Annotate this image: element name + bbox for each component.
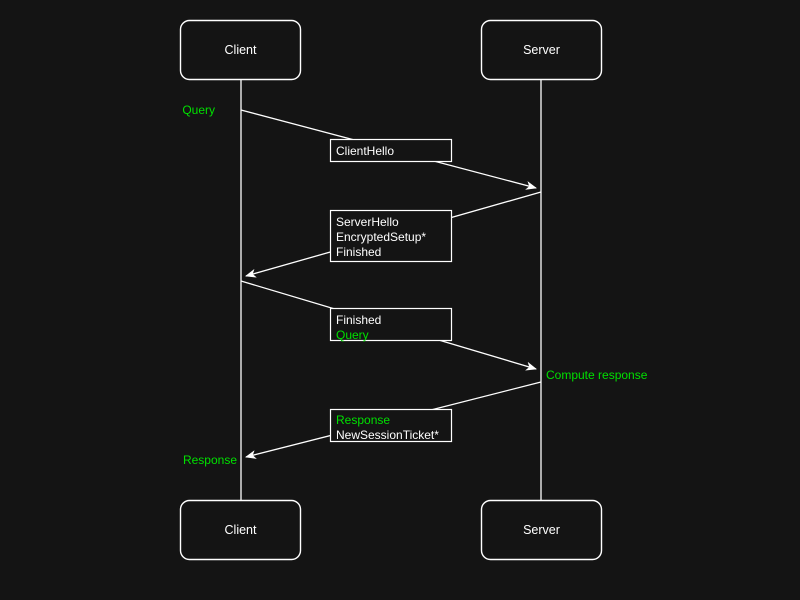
message-response-ticket[interactable]: Response NewSessionTicket* [245,381,542,459]
message-line-response: Response [336,413,390,427]
note-response: Response [183,453,237,467]
message-line-finished: Finished [336,313,381,327]
actor-label-server-bottom: Server [523,523,560,537]
actor-box [179,19,302,81]
message-line-finished: Finished [336,245,381,259]
actor-box [480,19,603,81]
message-clienthello[interactable]: ClientHello [240,109,537,190]
message-serverhello[interactable]: ServerHello EncryptedSetup* Finished [245,191,542,278]
actor-label-client-top: Client [225,43,257,57]
message-line-encryptedsetup: EncryptedSetup* [336,230,426,244]
actor-label-client-bottom: Client [225,523,257,537]
message-line-serverhello: ServerHello [336,215,399,229]
actor-label-server-top: Server [523,43,560,57]
message-line-query: Query [336,328,369,342]
actor-client-bottom[interactable]: Client [179,499,302,561]
message-label-box [329,138,453,163]
message-line-clienthello: ClientHello [336,144,394,158]
actor-box [179,499,302,561]
actor-server-bottom[interactable]: Server [480,499,603,561]
message-label-box [329,307,453,342]
message-label-box [329,408,453,443]
note-compute-response: Compute response [546,368,648,382]
actor-server-top[interactable]: Server [480,19,603,81]
message-finished-query[interactable]: Finished Query [240,280,537,371]
message-line-newsessionticket: NewSessionTicket* [336,428,439,442]
message-label-box [329,209,453,263]
actor-box [480,499,603,561]
actor-client-top[interactable]: Client [179,19,302,81]
note-query: Query [182,103,215,117]
